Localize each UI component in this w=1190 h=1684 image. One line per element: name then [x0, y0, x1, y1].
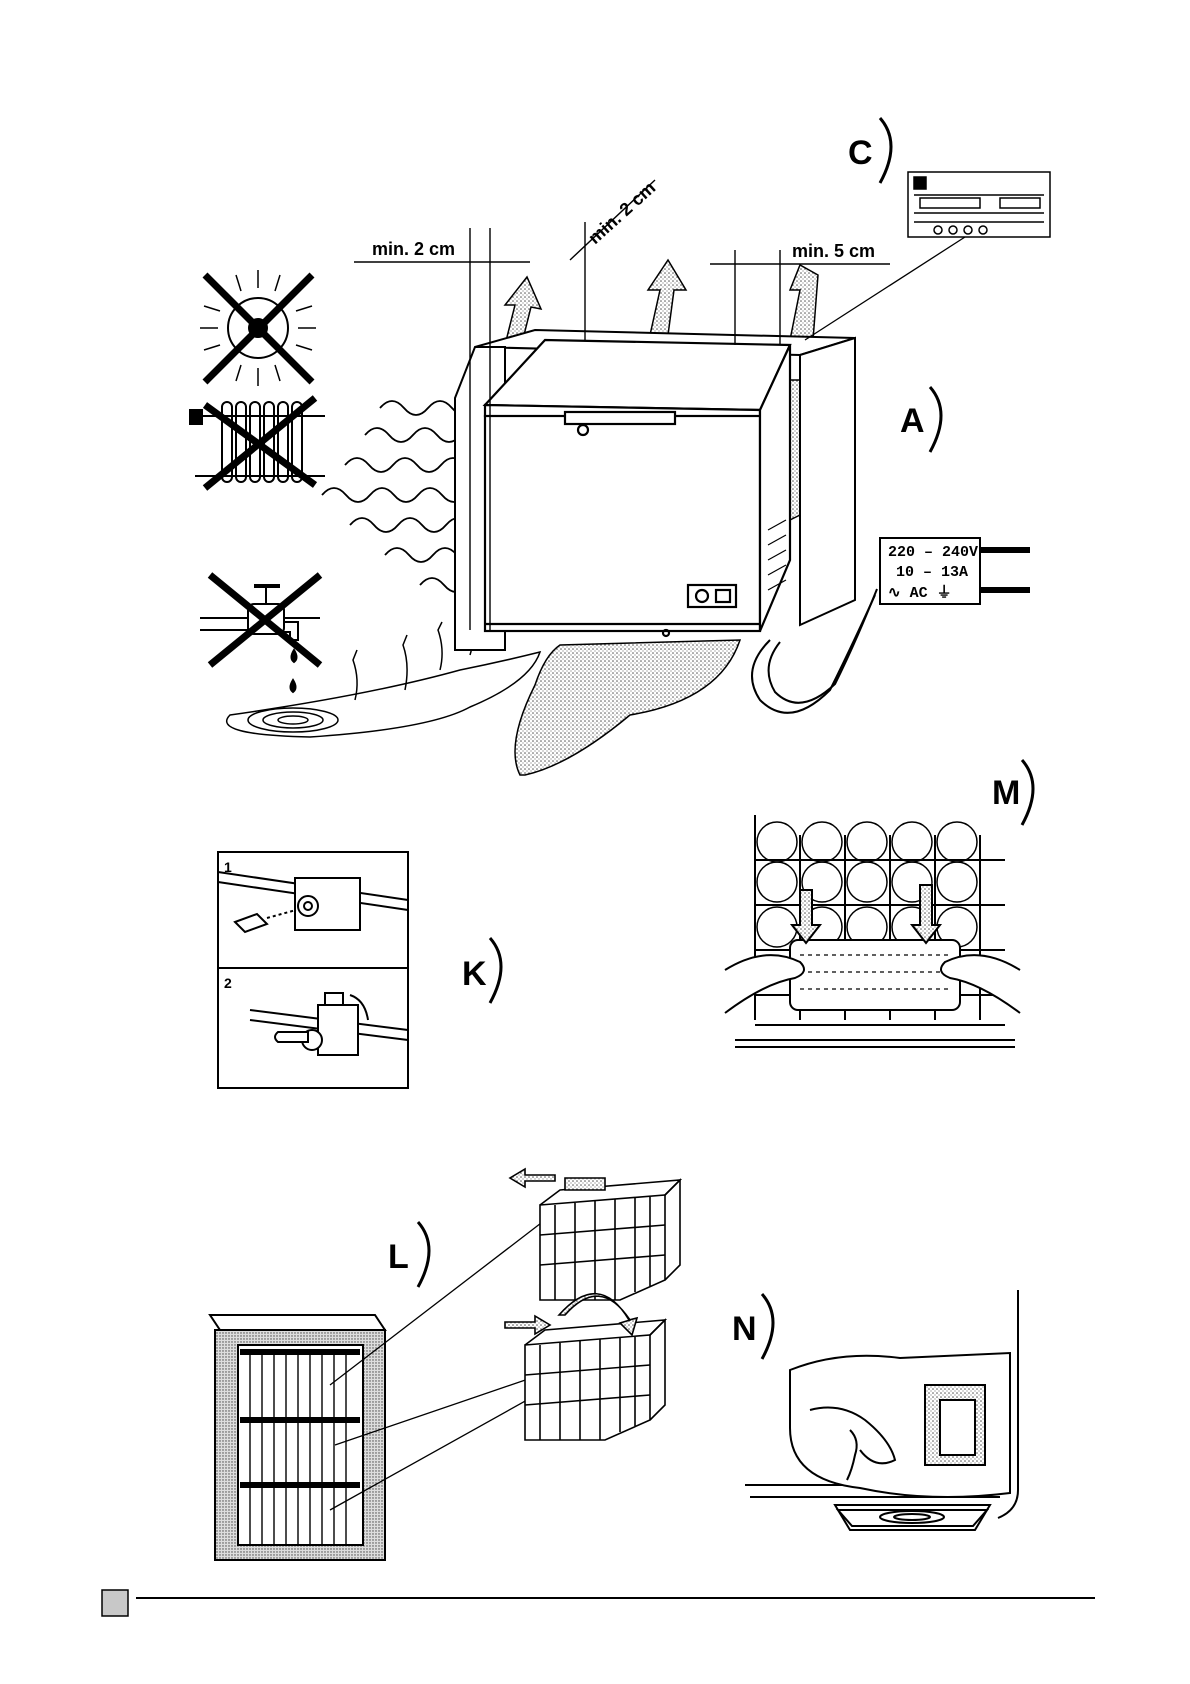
clearance-back-label: min. 2 cm [584, 178, 659, 248]
plug-supply: ∿ AC ⏚ [888, 584, 952, 602]
svg-text:N: N [732, 1310, 757, 1348]
sun-crossed-icon [200, 270, 316, 386]
figure-l-baskets [210, 1169, 680, 1560]
power-plug [752, 538, 1030, 713]
basket-top [510, 1169, 680, 1300]
plug-current: 10 – 13A [896, 564, 968, 581]
cold-air-floor [515, 640, 740, 775]
label-l: L [388, 1222, 429, 1287]
svg-text:C: C [848, 134, 873, 172]
tap-crossed-icon [200, 575, 320, 692]
figure-m-freezing-guide [725, 815, 1020, 1047]
clearance-left-label: min. 2 cm [372, 239, 455, 259]
label-n: N [732, 1294, 773, 1359]
chest-freezer [485, 340, 790, 636]
figure-k-lock [218, 852, 408, 1088]
figure-n-defrost [745, 1290, 1018, 1530]
radiator-crossed-icon [190, 398, 325, 488]
svg-text:A: A [900, 402, 925, 440]
label-m: M [992, 760, 1033, 825]
basket-bottom [505, 1294, 665, 1440]
label-k: K [462, 938, 501, 1003]
svg-text:L: L [388, 1238, 409, 1276]
lock-step-2: 2 [224, 975, 232, 991]
lock-step-1: 1 [224, 859, 232, 875]
svg-text:M: M [992, 774, 1020, 812]
figure-a-installation [190, 172, 1050, 775]
plug-voltage: 220 – 240V [888, 544, 978, 561]
svg-text:K: K [462, 955, 487, 993]
label-a: A [900, 387, 941, 452]
page-marker-square [102, 1590, 128, 1616]
clearance-right-label: min. 5 cm [792, 241, 875, 261]
label-c: C [848, 118, 891, 183]
